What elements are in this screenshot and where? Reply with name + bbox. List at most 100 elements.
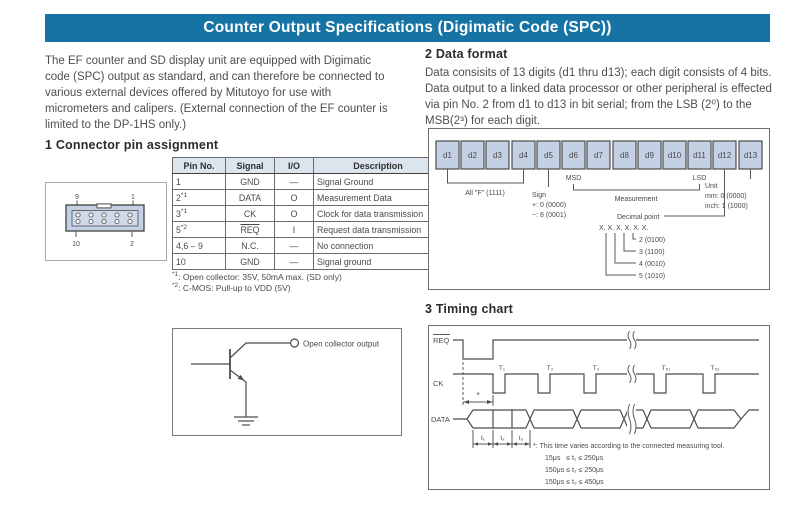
break-mark-req (627, 330, 637, 350)
pin-no: 2 (176, 192, 181, 203)
pin-sup: *2 (180, 224, 188, 232)
svg-text:d12: d12 (718, 151, 732, 160)
io: I (274, 221, 314, 238)
timing-cond-1: 15μs ≤ t₁ ≤ 250μs (545, 455, 604, 462)
description: Signal ground (313, 253, 443, 270)
footnote-text: : C-MOS: Pull-up to VDD (5V) (178, 282, 291, 293)
open-collector-label: Open collector output (303, 340, 380, 349)
t-dimension-arrowheads (473, 442, 530, 446)
star-label: * (476, 391, 479, 400)
decimal-pattern: X. X. X. X. X. X. (599, 225, 648, 232)
svg-text:d10: d10 (668, 151, 682, 160)
pin-no: 3 (176, 208, 181, 219)
table-row: 2*1 DATA O Measurement Data (172, 189, 443, 206)
timing-footnote: *: This time varies according to the con… (533, 443, 724, 450)
table-footnote-2: *2: C-MOS: Pull-up to VDD (5V) (172, 280, 291, 294)
connector-pin9-label: 9 (75, 194, 79, 201)
decimal-point-label: Decimal point (617, 214, 659, 221)
ck-waveform (453, 373, 759, 394)
decimal-point-leader (664, 169, 725, 217)
svg-text:t₂: t₂ (500, 435, 505, 442)
signal: CK (225, 205, 275, 222)
pin-no: 4,6 – 9 (176, 240, 203, 251)
req-label: REQ (433, 336, 449, 345)
timing-chart: REQ CK T₁ T₂ T₃ T₅₁ T₅₂ DATA * (428, 325, 770, 490)
data-waveform (453, 409, 759, 429)
sign-plus-label: +: 0 (0000) (532, 202, 566, 209)
svg-text:d4: d4 (519, 151, 528, 160)
section2-heading: 2 Data format (425, 47, 508, 61)
decimal-value-leaders (605, 233, 636, 276)
msd-label: MSD (566, 175, 582, 182)
all-f-bracket (447, 169, 524, 184)
arrowhead (487, 400, 493, 404)
emitter-arrow (237, 374, 244, 381)
svg-text:d3: d3 (493, 151, 502, 160)
pin-no: 10 (176, 256, 186, 267)
col-header-desc: Description (313, 157, 443, 174)
sign-minus-label: −: 8 (0001) (532, 212, 566, 219)
transistor-symbol (191, 342, 290, 417)
data-format-diagram: d1 d2 d3 d4 d5 d6 d7 d8 d9 d10 d11 d12 d… (428, 128, 770, 290)
connector-pin1-label: 1 (131, 194, 135, 201)
digit-labels: d1 d2 d3 d4 d5 d6 d7 d8 d9 d10 d11 d12 d… (443, 151, 758, 160)
decimal-value-3: 3 (1100) (639, 249, 665, 256)
arrowhead (463, 400, 469, 404)
svg-text:t₃: t₃ (519, 435, 524, 442)
col-header-signal: Signal (225, 157, 275, 174)
table-row: 4,6 – 9 N.C. — No connection (172, 237, 443, 254)
break-mark-data (627, 403, 637, 435)
table-row: 10 GND — Signal ground (172, 253, 443, 270)
description: No connection (313, 237, 443, 254)
pin-no: 5 (176, 224, 181, 235)
break-mark-ck (627, 364, 637, 384)
data-format-paragraph: Data consisits of 13 digits (d1 thru d13… (425, 67, 772, 127)
svg-text:d6: d6 (569, 151, 578, 160)
timing-cond-2: 150μs ≤ t₂ ≤ 250μs (545, 467, 604, 474)
unit-inch-label: inch: 1 (1000) (705, 203, 748, 210)
measurement-label: Measurement (615, 196, 658, 203)
footnote-sup: *1 (172, 271, 179, 278)
req-waveform (453, 339, 759, 360)
decimal-value-4: 4 (0010) (639, 261, 665, 268)
measurement-bracket (573, 184, 700, 191)
svg-text:d2: d2 (468, 151, 477, 160)
signal: N.C. (225, 237, 275, 254)
signal-req: REQ (225, 221, 275, 238)
description: Clock for data transmission (313, 205, 443, 222)
pin-no: 1 (176, 176, 181, 187)
t-dimension-lines (472, 430, 531, 448)
section1-heading: 1 Connector pin assignment (45, 138, 219, 152)
timing-cond-3: 150μs ≤ t₃ ≤ 450μs (545, 479, 604, 486)
signal: GND (225, 173, 275, 190)
description: Measurement Data (313, 189, 443, 206)
sign-label: Sign (532, 192, 546, 199)
svg-text:d7: d7 (594, 151, 603, 160)
digit-boxes (435, 140, 763, 170)
col-header-io: I/O (274, 157, 314, 174)
svg-text:d9: d9 (645, 151, 654, 160)
table-row: 3*1 CK O Clock for data transmission (172, 205, 443, 222)
description: Request data transmission (313, 221, 443, 238)
open-collector-terminal (289, 338, 300, 348)
svg-text:T₁: T₁ (499, 365, 506, 372)
connector-diagram: 9 1 10 2 (45, 182, 167, 261)
unit-label: Unit (705, 183, 718, 190)
svg-text:T₅₁: T₅₁ (662, 365, 672, 372)
table-row: 1 GND — Signal Ground (172, 173, 443, 190)
pin-table-header-row: Pin No. Signal I/O Description (172, 157, 443, 174)
connector-pins (75, 212, 133, 225)
io: — (274, 173, 314, 190)
unit-mm-label: mm: 0 (0000) (705, 193, 747, 200)
table-footnote-1: *1: Open collector: 35V, 50mA max. (SD o… (172, 269, 342, 283)
connector-pin10-label: 10 (72, 241, 80, 248)
svg-text:T₂: T₂ (547, 365, 554, 372)
decimal-value-5: 5 (1010) (639, 273, 665, 280)
lsd-label: LSD (693, 175, 707, 182)
io: O (274, 205, 314, 222)
io: — (274, 253, 314, 270)
footnote-text: : Open collector: 35V, 50mA max. (SD onl… (178, 271, 342, 282)
svg-text:d5: d5 (544, 151, 553, 160)
connector-notch (96, 203, 112, 209)
